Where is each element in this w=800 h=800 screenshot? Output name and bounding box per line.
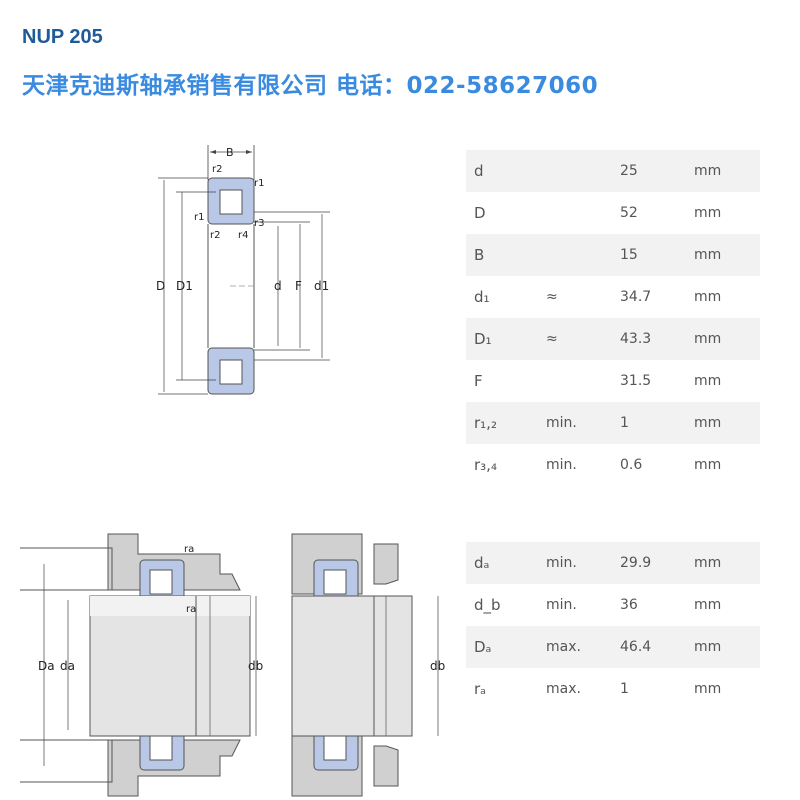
dimensions-table: d 25 mm D 52 mm B 15 mm d₁ ≈ 34.7 mm D₁ … — [466, 150, 760, 486]
mounting-drawing-right: db — [291, 533, 445, 797]
table-row: D 52 mm — [466, 192, 760, 234]
abut-value: 29.9 — [612, 542, 686, 584]
label-Da: Da — [38, 659, 55, 673]
abut-qualifier: min. — [538, 542, 612, 584]
label-r1-inner: r1 — [194, 212, 204, 223]
label-r2-inner: r2 — [210, 230, 220, 241]
table-row: F 31.5 mm — [466, 360, 760, 402]
dim-value: 43.3 — [612, 318, 686, 360]
label-ra-mid: ra — [186, 604, 196, 615]
label-db-right: db — [430, 659, 445, 673]
dim-unit: mm — [686, 150, 760, 192]
abut-unit: mm — [686, 626, 760, 668]
abut-qualifier: max. — [538, 668, 612, 710]
abut-unit: mm — [686, 584, 760, 626]
abut-value: 46.4 — [612, 626, 686, 668]
label-r1-top: r1 — [254, 178, 264, 189]
dim-symbol: r₃,₄ — [466, 444, 538, 486]
abut-unit: mm — [686, 542, 760, 584]
abut-value: 1 — [612, 668, 686, 710]
dim-unit: mm — [686, 276, 760, 318]
abut-symbol: rₐ — [466, 668, 538, 710]
table-row: r₁,₂ min. 1 mm — [466, 402, 760, 444]
table-row: rₐ max. 1 mm — [466, 668, 760, 710]
table-row: dₐ min. 29.9 mm — [466, 542, 760, 584]
table-row: r₃,₄ min. 0.6 mm — [466, 444, 760, 486]
dim-symbol: d — [466, 150, 538, 192]
dim-value: 52 — [612, 192, 686, 234]
dim-unit: mm — [686, 444, 760, 486]
dim-qualifier: ≈ — [538, 276, 612, 318]
mounting-drawing-left: Da da db ra ra — [20, 533, 263, 797]
dim-qualifier — [538, 234, 612, 276]
dim-symbol: B — [466, 234, 538, 276]
table-row: Dₐ max. 46.4 mm — [466, 626, 760, 668]
abut-symbol: Dₐ — [466, 626, 538, 668]
label-r2-top: r2 — [212, 164, 222, 175]
label-d: d — [274, 279, 282, 293]
label-d1: d1 — [314, 279, 329, 293]
label-D: D — [156, 279, 165, 293]
dim-unit: mm — [686, 192, 760, 234]
dim-qualifier — [538, 360, 612, 402]
company-contact-line: 天津克迪斯轴承销售有限公司 电话：022-58627060 — [22, 73, 599, 99]
label-B: B — [226, 146, 234, 159]
dim-value: 25 — [612, 150, 686, 192]
product-title: NUP 205 — [22, 26, 103, 48]
label-db-left: db — [248, 659, 263, 673]
dim-value: 31.5 — [612, 360, 686, 402]
abutment-table: dₐ min. 29.9 mm d_b min. 36 mm Dₐ max. 4… — [466, 542, 760, 710]
dim-unit: mm — [686, 318, 760, 360]
dim-qualifier: ≈ — [538, 318, 612, 360]
dim-qualifier — [538, 150, 612, 192]
dim-value: 34.7 — [612, 276, 686, 318]
abut-qualifier: min. — [538, 584, 612, 626]
dim-qualifier — [538, 192, 612, 234]
table-row: d₁ ≈ 34.7 mm — [466, 276, 760, 318]
dim-qualifier: min. — [538, 444, 612, 486]
abut-symbol: d_b — [466, 584, 538, 626]
label-da: da — [60, 659, 75, 673]
dim-value: 15 — [612, 234, 686, 276]
label-r4: r4 — [238, 230, 248, 241]
dim-unit: mm — [686, 402, 760, 444]
bearing-dimension-drawing: B D D1 d F d1 r2 r1 r1 r2 r3 r4 — [156, 145, 330, 395]
abut-value: 36 — [612, 584, 686, 626]
table-row: d_b min. 36 mm — [466, 584, 760, 626]
abut-qualifier: max. — [538, 626, 612, 668]
abut-symbol: dₐ — [466, 542, 538, 584]
dim-symbol: D₁ — [466, 318, 538, 360]
table-row: d 25 mm — [466, 150, 760, 192]
dim-value: 0.6 — [612, 444, 686, 486]
dim-symbol: d₁ — [466, 276, 538, 318]
label-ra-top: ra — [184, 544, 194, 555]
label-r3: r3 — [254, 218, 264, 229]
table-row: D₁ ≈ 43.3 mm — [466, 318, 760, 360]
table-row: B 15 mm — [466, 234, 760, 276]
dim-symbol: D — [466, 192, 538, 234]
label-D1: D1 — [176, 279, 193, 293]
dim-unit: mm — [686, 360, 760, 402]
dim-symbol: r₁,₂ — [466, 402, 538, 444]
dim-value: 1 — [612, 402, 686, 444]
abut-unit: mm — [686, 668, 760, 710]
dim-unit: mm — [686, 234, 760, 276]
dim-qualifier: min. — [538, 402, 612, 444]
label-F: F — [295, 279, 302, 293]
dim-symbol: F — [466, 360, 538, 402]
